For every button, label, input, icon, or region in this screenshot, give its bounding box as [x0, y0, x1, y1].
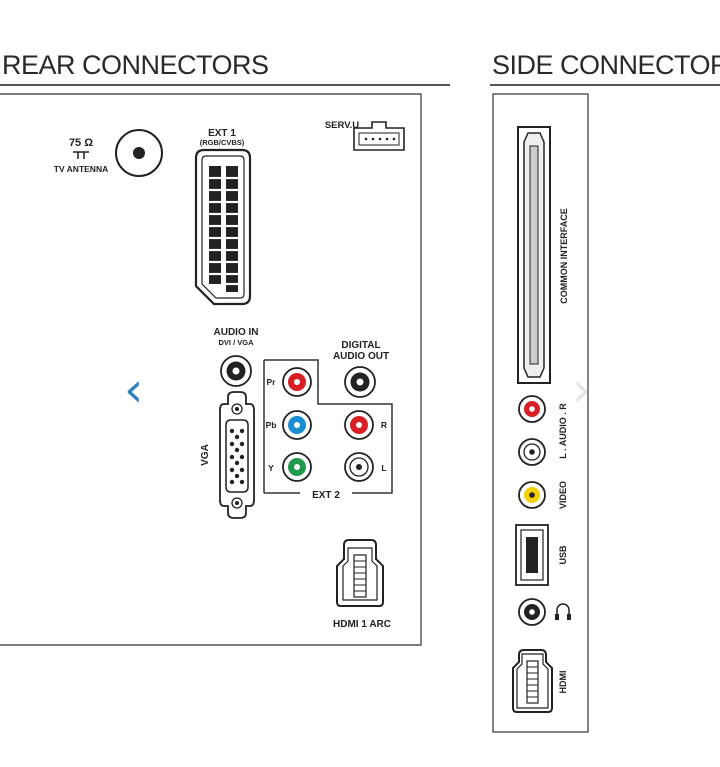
- pr-jack: Pr: [267, 367, 312, 397]
- vga-connector: VGA: [200, 391, 255, 519]
- antenna-symbol-icon: [73, 151, 89, 159]
- headphone-icon: [555, 603, 571, 620]
- side-connectors-title: SIDE CONNECTORS: [492, 50, 720, 80]
- common-interface-label: COMMON INTERFACE: [559, 208, 569, 304]
- side-headphone-jack: [518, 598, 546, 626]
- antenna-label: TV ANTENNA: [54, 164, 108, 174]
- y-jack: Y: [268, 452, 312, 482]
- side-title-underline: [490, 84, 720, 86]
- hdmi1-arc-connector: HDMI 1 ARC: [333, 539, 391, 630]
- side-audio-r-jack: [518, 395, 546, 423]
- vga-label: VGA: [200, 444, 211, 466]
- audio-r-jack: R: [344, 410, 387, 440]
- side-video-jack: [518, 481, 546, 509]
- side-usb-port: [515, 524, 549, 586]
- ext1-subtitle: (RGB/CVBS): [200, 138, 245, 147]
- svg-text:L: L: [381, 463, 386, 473]
- side-hdmi-connector: [512, 649, 553, 713]
- next-arrow-icon[interactable]: ›: [572, 362, 592, 418]
- side-hdmi-label: HDMI: [558, 671, 568, 694]
- service-port: SERV.U: [325, 120, 405, 151]
- ext1-scart-connector: EXT 1 (RGB/CVBS): [194, 128, 252, 306]
- rear-panel: 75 Ω TV ANTENNA EXT 1 (RGB/CVBS): [0, 93, 422, 646]
- ext2-outline: [264, 359, 393, 494]
- digital-audio-label-2: AUDIO OUT: [333, 351, 389, 362]
- digital-audio-out-connector: DIGITAL AUDIO OUT: [333, 340, 389, 398]
- svg-text:Pb: Pb: [266, 420, 277, 430]
- side-audio-label: L . AUDIO . R: [558, 403, 568, 459]
- audio-in-sublabel: DVI / VGA: [218, 338, 254, 347]
- svg-text:Y: Y: [268, 463, 274, 473]
- audio-in-connector: AUDIO IN DVI / VGA: [214, 327, 259, 387]
- svg-text:R: R: [381, 420, 387, 430]
- svg-text:Pr: Pr: [267, 377, 277, 387]
- ext1-title: EXT 1: [208, 128, 236, 139]
- side-usb-label: USB: [558, 545, 568, 565]
- rear-title-underline: [0, 84, 450, 86]
- servu-label: SERV.U: [325, 120, 359, 131]
- previous-arrow-icon[interactable]: ‹: [124, 362, 144, 418]
- audio-l-jack: L: [344, 452, 387, 482]
- antenna-ohm-label: 75 Ω: [69, 137, 93, 149]
- pb-jack: Pb: [266, 410, 312, 440]
- audio-in-label: AUDIO IN: [214, 327, 259, 338]
- side-audio-l-jack: [518, 438, 546, 466]
- ext2-label: EXT 2: [312, 490, 340, 501]
- side-video-label: VIDEO: [558, 481, 568, 509]
- common-interface-slot: COMMON INTERFACE: [517, 126, 569, 384]
- tv-antenna-connector: 75 Ω TV ANTENNA: [54, 129, 163, 177]
- digital-audio-label-1: DIGITAL: [341, 340, 380, 351]
- side-panel: COMMON INTERFACE L . AUDIO . R VIDEO USB: [492, 93, 589, 733]
- hdmi1-arc-label: HDMI 1 ARC: [333, 619, 391, 630]
- rear-connectors-title: REAR CONNECTORS: [2, 50, 269, 80]
